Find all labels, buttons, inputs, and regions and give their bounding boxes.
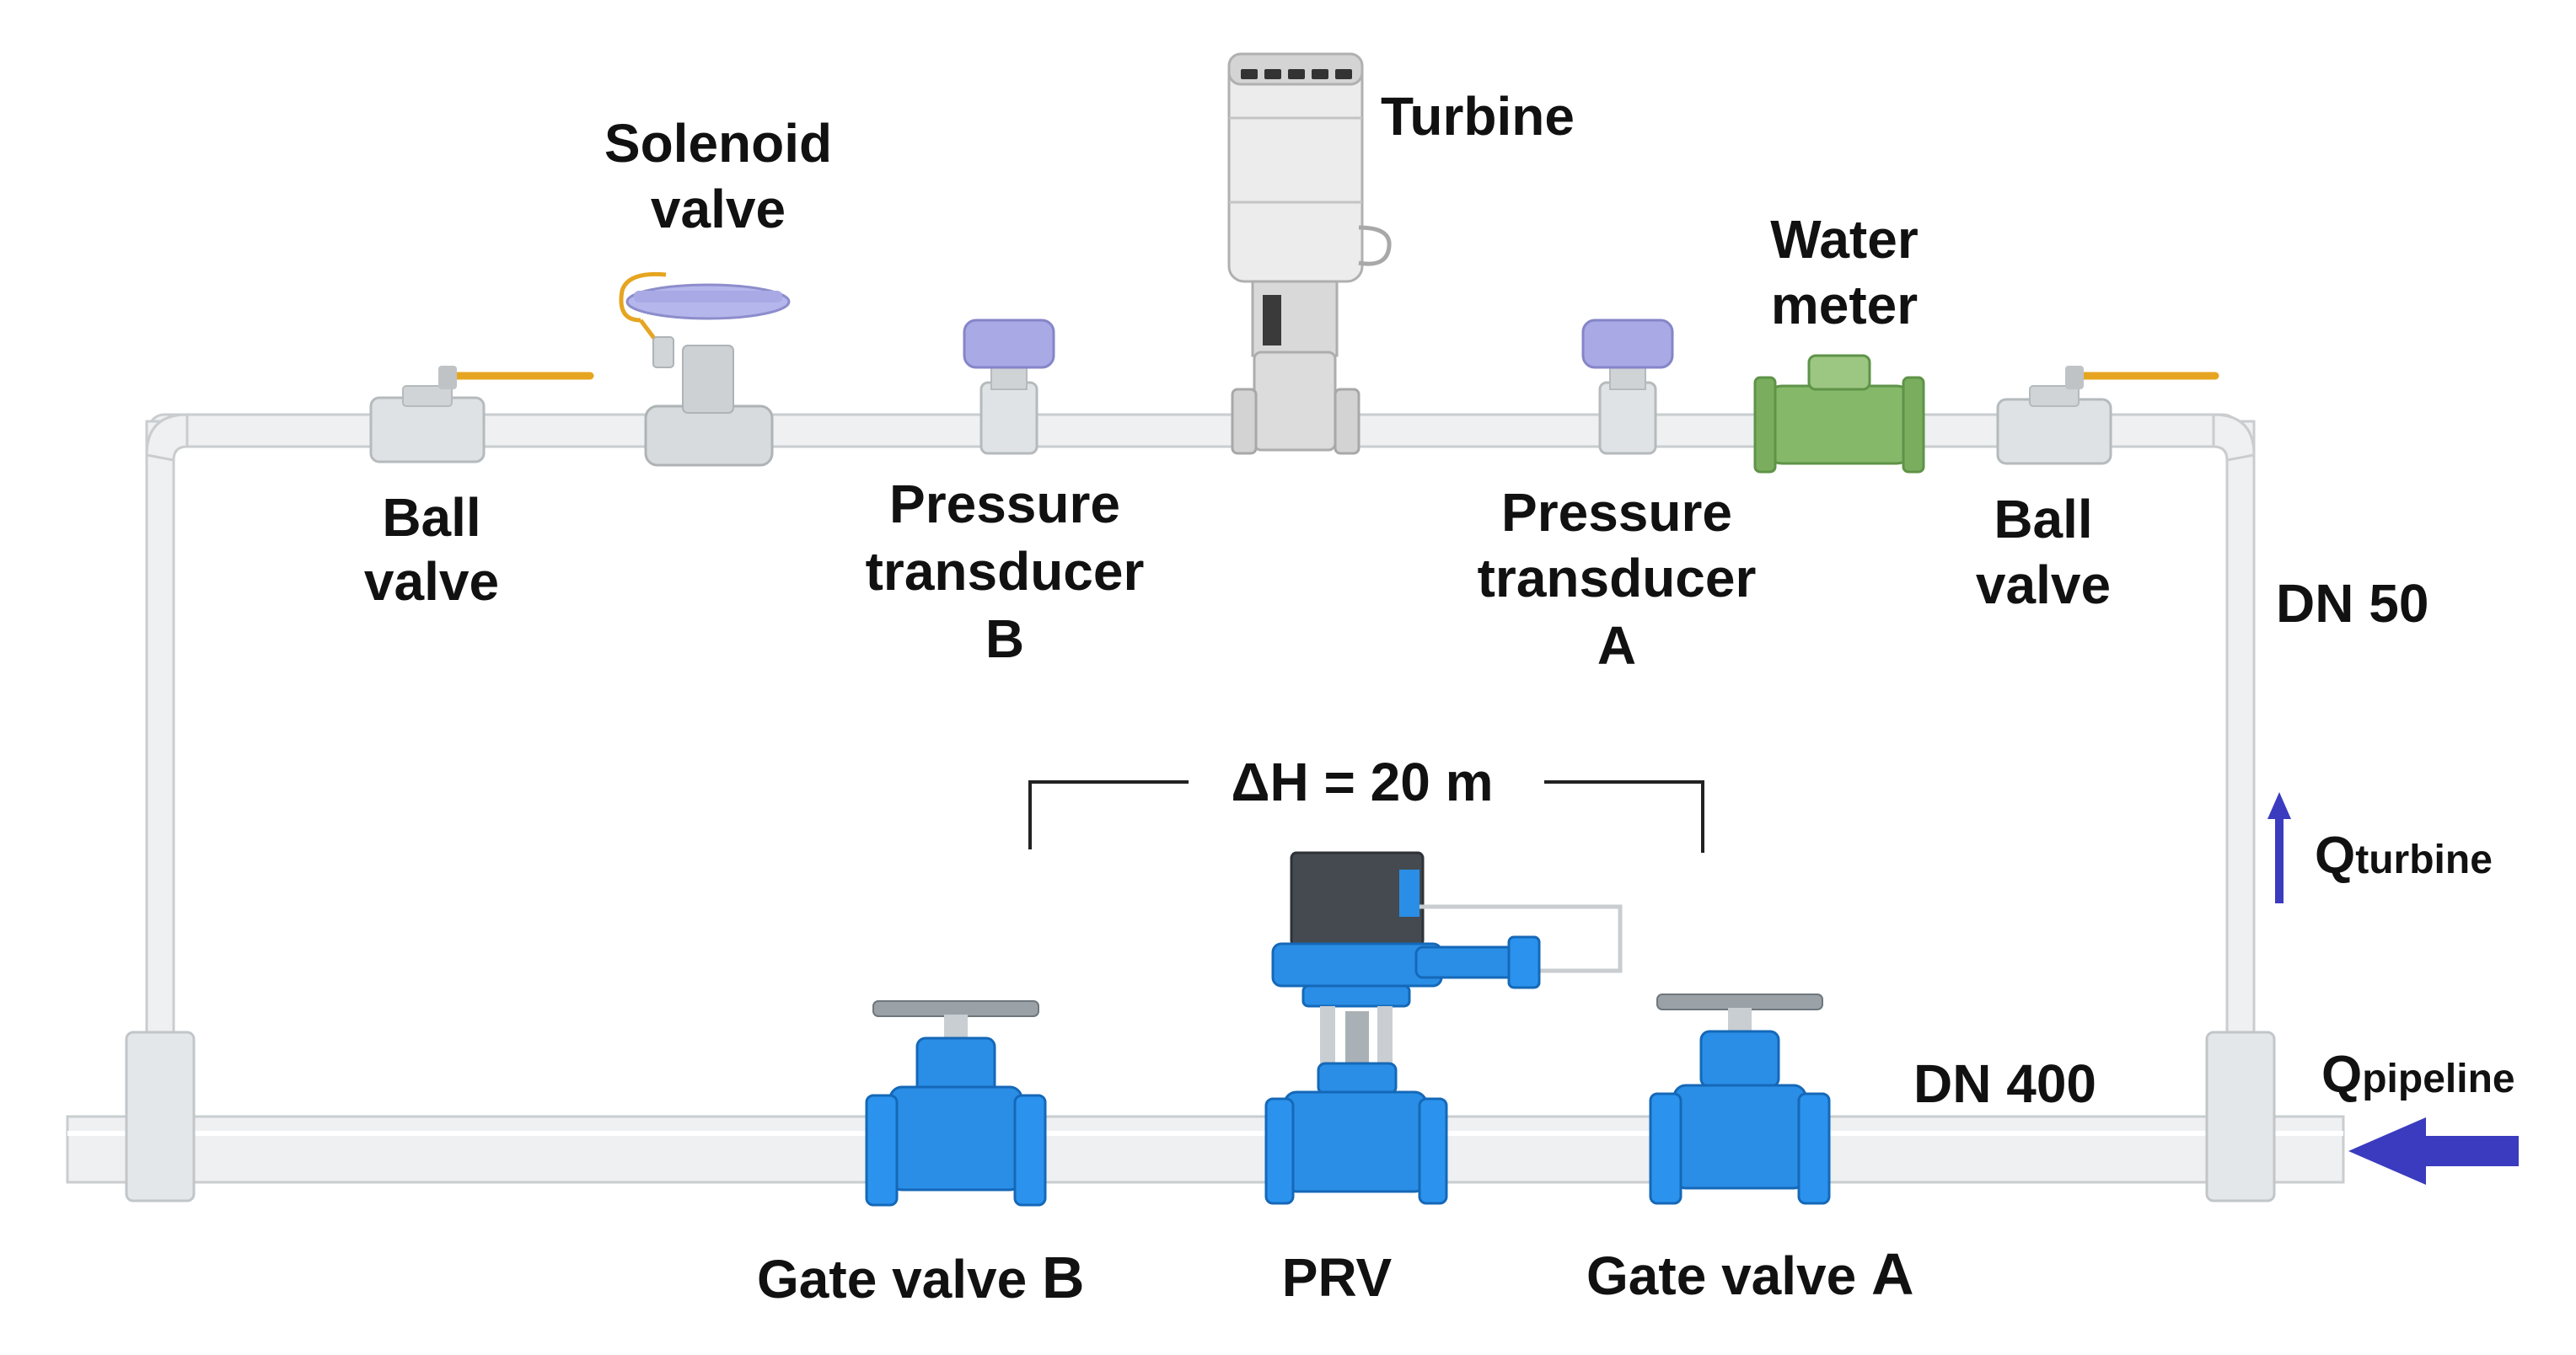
pressure-b-label-line3: B (985, 608, 1024, 669)
prv-label: PRV (1282, 1247, 1393, 1308)
pressure-reducing-valve (1264, 851, 1623, 1205)
turbine (1227, 52, 1392, 455)
ball-valve-right-label-line1: Ball (1994, 489, 2092, 549)
pressure-a-label-line3: A (1597, 615, 1636, 676)
pressure-a-label-line2: transducer (1478, 548, 1757, 608)
delta-h-bracket (1028, 780, 1704, 853)
solenoid-valve (619, 271, 791, 467)
main-pipeline-dn400 (66, 1031, 2345, 1202)
delta-h-label: ΔH = 20 m (1231, 752, 1493, 812)
water-meter-label-line1: Water (1770, 209, 1918, 270)
water-meter-label-line2: meter (1771, 275, 1918, 335)
pressure-transducer-a (1581, 319, 1674, 455)
turbine-flow-arrow-icon (2267, 792, 2291, 903)
ball-valve-left-label-line1: Ball (382, 487, 480, 548)
dn50-label: DN 50 (2276, 573, 2428, 634)
pressure-b-label-line1: Pressure (889, 474, 1120, 534)
pressure-transducer-b (963, 319, 1055, 455)
pipeline-flow-arrow-icon (2348, 1117, 2519, 1185)
turbine-label: Turbine (1381, 86, 1575, 147)
gate-valve-a (1649, 993, 1831, 1205)
ball-valve-right-label-line2: valve (1976, 554, 2111, 615)
gate-valve-b (865, 1000, 1047, 1207)
gate-valve-a-label: Gate valve A (1586, 1241, 1914, 1307)
gate-valve-b-label: Gate valve B (757, 1245, 1085, 1310)
solenoid-label-line1: Solenoid (604, 113, 832, 174)
water-meter (1753, 354, 1925, 474)
dn400-label: DN 400 (1913, 1053, 2096, 1114)
solenoid-label-line2: valve (651, 179, 786, 239)
ball-valve-right (1996, 366, 2219, 465)
pressure-b-label-line2: transducer (866, 541, 1145, 602)
pressure-a-label-line1: Pressure (1501, 482, 1732, 543)
q-pipeline-label: Qpipeline (2321, 1046, 2515, 1104)
ball-valve-left (369, 366, 594, 463)
q-turbine-label: Qturbine (2315, 827, 2493, 885)
ball-valve-left-label-line2: valve (364, 551, 499, 612)
